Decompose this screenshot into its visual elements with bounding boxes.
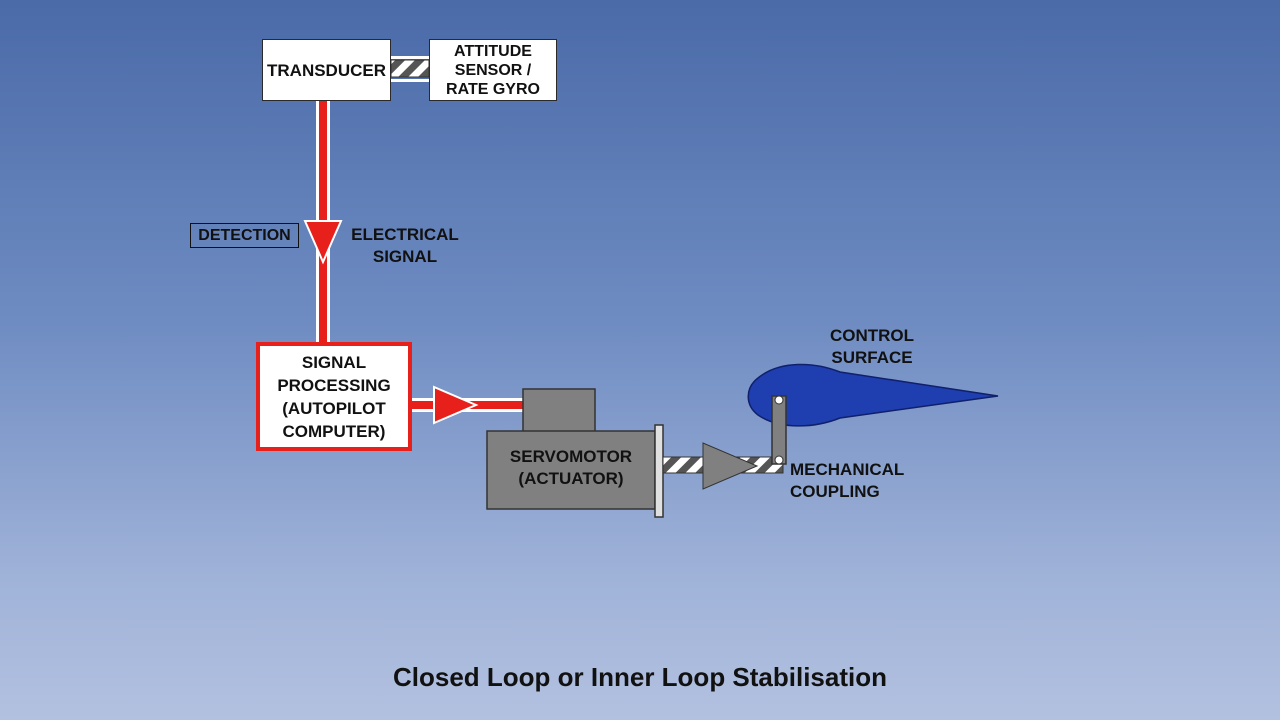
- horn-pivot-top: [774, 395, 784, 405]
- servo-top-block: [522, 388, 596, 433]
- attitude-sensor-box: ATTITUDE SENSOR / RATE GYRO: [429, 39, 557, 101]
- servo-body: [486, 430, 656, 510]
- signal-arrow-down: [303, 220, 343, 265]
- control-surface-label: CONTROL SURFACE: [829, 326, 915, 367]
- electrical-signal-label: ELECTRICAL SIGNAL: [351, 225, 459, 266]
- gyro-shaft: [390, 56, 430, 82]
- horn-pivot-bottom: [774, 455, 784, 465]
- control-surface: [747, 363, 999, 465]
- control-horn: [771, 395, 787, 465]
- detection-box: DETECTION: [190, 223, 299, 248]
- signal-processing-box: SIGNAL PROCESSING (AUTOPILOT COMPUTER): [256, 342, 412, 451]
- mechanical-coupling: [662, 442, 784, 490]
- mechanical-coupling-label: MECHANICAL COUPLING: [790, 460, 905, 501]
- servo-flange: [654, 424, 664, 518]
- control-surface-airfoil: [747, 363, 999, 427]
- servo-signal-line: [412, 385, 524, 425]
- mechanical-arrow: [702, 442, 759, 490]
- page-caption: Closed Loop or Inner Loop Stabilisation: [393, 662, 887, 692]
- servomotor-label: SERVOMOTOR (ACTUATOR): [509, 447, 633, 488]
- transducer-box: TRANSDUCER: [262, 39, 391, 101]
- electrical-signal-line: [303, 101, 343, 342]
- servomotor: [486, 388, 664, 518]
- signal-arrow-right: [433, 385, 479, 425]
